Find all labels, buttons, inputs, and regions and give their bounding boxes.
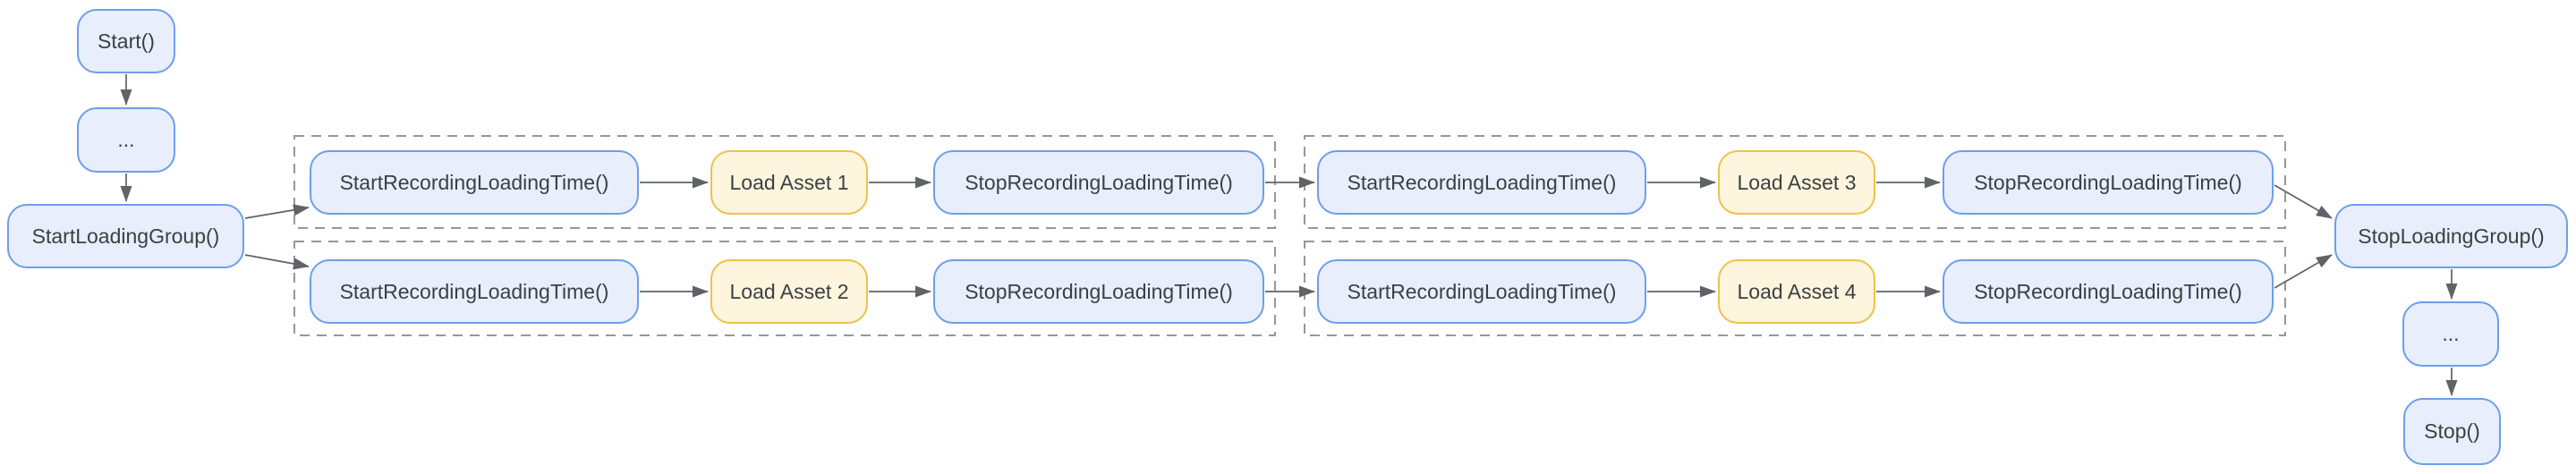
arrow-start-loading-group-to-start-recording-2 bbox=[244, 254, 310, 270]
start-recording-3-node: StartRecordingLoadingTime() bbox=[1317, 150, 1646, 215]
stop-recording-4-label: StopRecordingLoadingTime() bbox=[1974, 279, 2242, 303]
start-label: Start() bbox=[98, 29, 155, 53]
arrow-stop-recording-3-to-stop-loading-group bbox=[2274, 184, 2333, 219]
loading-group-2-row-2-outline bbox=[1304, 241, 2286, 336]
load-asset-1-label: Load Asset 1 bbox=[729, 170, 849, 194]
load-asset-4-node: Load Asset 4 bbox=[1718, 259, 1875, 324]
stop-loading-group-label: StopLoadingGroup() bbox=[2358, 224, 2545, 248]
start-recording-4-node: StartRecordingLoadingTime() bbox=[1317, 259, 1646, 324]
ellipsis-bottom-label: ... bbox=[2442, 322, 2460, 345]
arrow-stop-recording-4-to-stop-loading-group bbox=[2274, 254, 2333, 289]
ellipsis-bottom-node: ... bbox=[2402, 301, 2499, 367]
ellipsis-top-label: ... bbox=[117, 128, 135, 151]
load-asset-2-node: Load Asset 2 bbox=[710, 259, 868, 324]
load-asset-3-node: Load Asset 3 bbox=[1718, 150, 1875, 215]
stop-recording-3-node: StopRecordingLoadingTime() bbox=[1943, 150, 2274, 215]
load-asset-1-node: Load Asset 1 bbox=[710, 150, 868, 215]
stop-recording-1-label: StopRecordingLoadingTime() bbox=[965, 170, 1233, 194]
start-recording-3-label: StartRecordingLoadingTime() bbox=[1347, 170, 1617, 194]
stop-recording-4-node: StopRecordingLoadingTime() bbox=[1943, 259, 2274, 324]
stop-node: Stop() bbox=[2403, 398, 2501, 465]
ellipsis-top-node: ... bbox=[77, 107, 175, 173]
start-recording-1-node: StartRecordingLoadingTime() bbox=[310, 150, 639, 215]
load-asset-3-label: Load Asset 3 bbox=[1737, 170, 1857, 194]
start-loading-group-node: StartLoadingGroup() bbox=[7, 204, 244, 268]
start-loading-group-label: StartLoadingGroup() bbox=[31, 224, 220, 248]
stop-recording-2-node: StopRecordingLoadingTime() bbox=[933, 259, 1264, 324]
load-asset-4-label: Load Asset 4 bbox=[1737, 279, 1857, 303]
stop-recording-1-node: StopRecordingLoadingTime() bbox=[933, 150, 1264, 215]
start-node: Start() bbox=[77, 9, 175, 73]
flow-arrows bbox=[120, 74, 2458, 396]
stop-recording-2-label: StopRecordingLoadingTime() bbox=[965, 279, 1233, 303]
loading-group-1-row-2-outline bbox=[293, 241, 1276, 336]
start-recording-4-label: StartRecordingLoadingTime() bbox=[1347, 279, 1617, 303]
load-asset-2-label: Load Asset 2 bbox=[729, 279, 849, 303]
stop-label: Stop() bbox=[2424, 419, 2480, 443]
start-recording-2-label: StartRecordingLoadingTime() bbox=[339, 279, 609, 303]
stop-loading-group-node: StopLoadingGroup() bbox=[2334, 204, 2568, 268]
stop-recording-3-label: StopRecordingLoadingTime() bbox=[1974, 170, 2242, 194]
arrow-start-loading-group-to-start-recording-1 bbox=[244, 204, 310, 219]
start-recording-2-node: StartRecordingLoadingTime() bbox=[310, 259, 639, 324]
start-recording-1-label: StartRecordingLoadingTime() bbox=[339, 170, 609, 194]
